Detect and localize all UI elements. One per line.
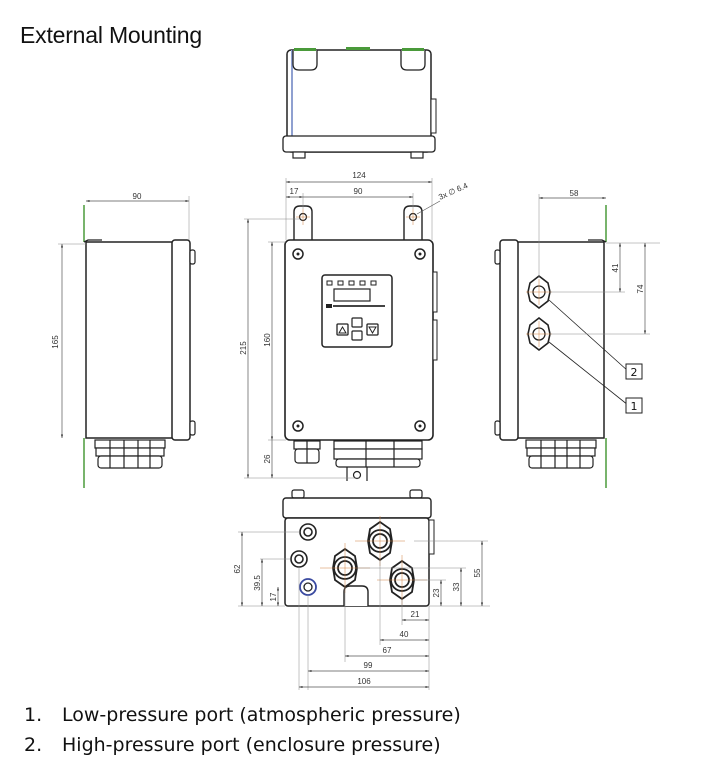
dim-bottom-right-55: 55 [473, 568, 482, 577]
legend-item-1: 1. Low-pressure port (atmospheric pressu… [24, 700, 461, 730]
right-side-lid [499, 239, 519, 441]
mount-tab-left [292, 50, 318, 71]
dim-hole-spacing: 90 [354, 187, 363, 196]
left-side-glands [94, 439, 166, 469]
dim-left-height: 165 [51, 335, 60, 349]
dim-left-width: 90 [133, 192, 142, 201]
left-side-lid [171, 239, 191, 441]
top-view-lid [282, 135, 436, 153]
front-cable-glands [293, 440, 423, 468]
dim-bottom-left-17: 17 [269, 592, 278, 601]
callout-1: 1 [625, 397, 643, 414]
dim-bottom-40: 40 [400, 630, 409, 639]
dim-bottom-left-39: 39.5 [253, 575, 262, 591]
dim-bottom-67: 67 [383, 646, 392, 655]
legend-number: 2. [24, 734, 43, 756]
legend: 1. Low-pressure port (atmospheric pressu… [24, 700, 461, 760]
mount-tab-right [400, 50, 426, 71]
dim-bottom-106: 106 [357, 677, 371, 686]
bottom-view: 62 39.5 17 23 33 55 21 40 67 99 [233, 489, 490, 690]
dim-bottom-right-23: 23 [432, 588, 441, 597]
bottom-lid [282, 497, 432, 519]
legend-item-2: 2. High-pressure port (enclosure pressur… [24, 730, 461, 760]
dim-right-depth: 58 [570, 189, 579, 198]
legend-text: Low-pressure port (atmospheric pressure) [62, 704, 461, 726]
right-side-glands [525, 439, 597, 469]
left-side-body [85, 241, 175, 439]
hole-note: 3x ∅ 6.4 [437, 181, 469, 202]
bottom-small-glands [290, 523, 317, 568]
control-panel [321, 274, 393, 348]
left-side-view: 90 165 [51, 192, 196, 488]
dim-port1: 74 [636, 284, 645, 293]
dim-bottom-21: 21 [411, 610, 420, 619]
front-view: 124 17 90 3x ∅ 6.4 215 160 26 [239, 171, 470, 481]
dim-bottom-right-33: 33 [452, 582, 461, 591]
page-title: External Mounting [20, 22, 202, 48]
top-view [282, 47, 437, 159]
legend-number: 1. [24, 704, 43, 726]
dim-port2: 41 [611, 263, 620, 272]
dim-front-width: 124 [352, 171, 366, 180]
dim-bottom: 26 [263, 454, 272, 463]
svg-text:2: 2 [631, 366, 638, 379]
dim-bottom-left-62: 62 [233, 564, 242, 573]
legend-text: High-pressure port (enclosure pressure) [62, 734, 441, 756]
right-side-view: 2 1 58 41 74 [494, 189, 660, 488]
dim-box-height: 160 [263, 333, 272, 347]
callout-2: 2 [625, 363, 643, 380]
dim-bottom-99: 99 [364, 661, 373, 670]
dim-hole-offset: 17 [290, 187, 299, 196]
svg-text:1: 1 [631, 400, 638, 413]
dim-total-height: 215 [239, 341, 248, 355]
